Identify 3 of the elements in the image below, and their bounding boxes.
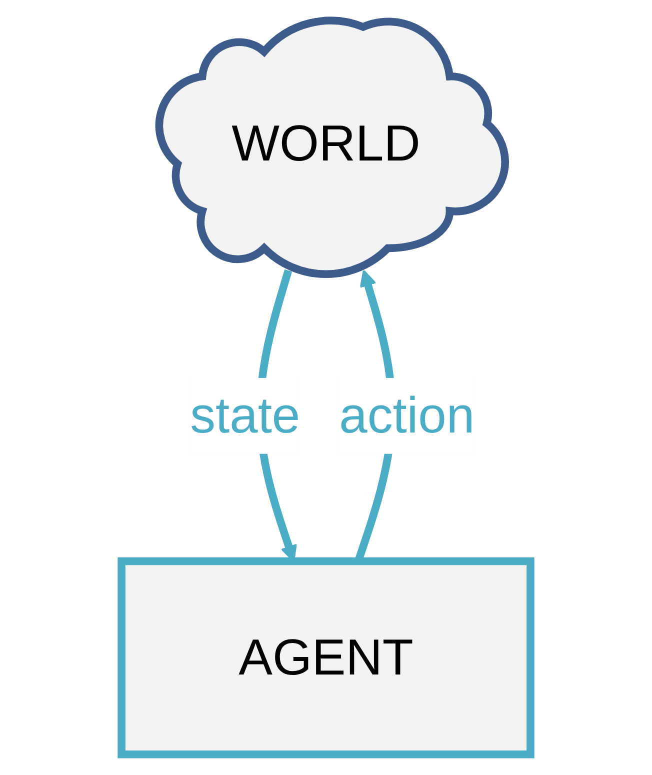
- node-box: AGENT: [118, 557, 534, 758]
- edge-label: action: [339, 386, 475, 444]
- edge-label: state: [190, 386, 300, 444]
